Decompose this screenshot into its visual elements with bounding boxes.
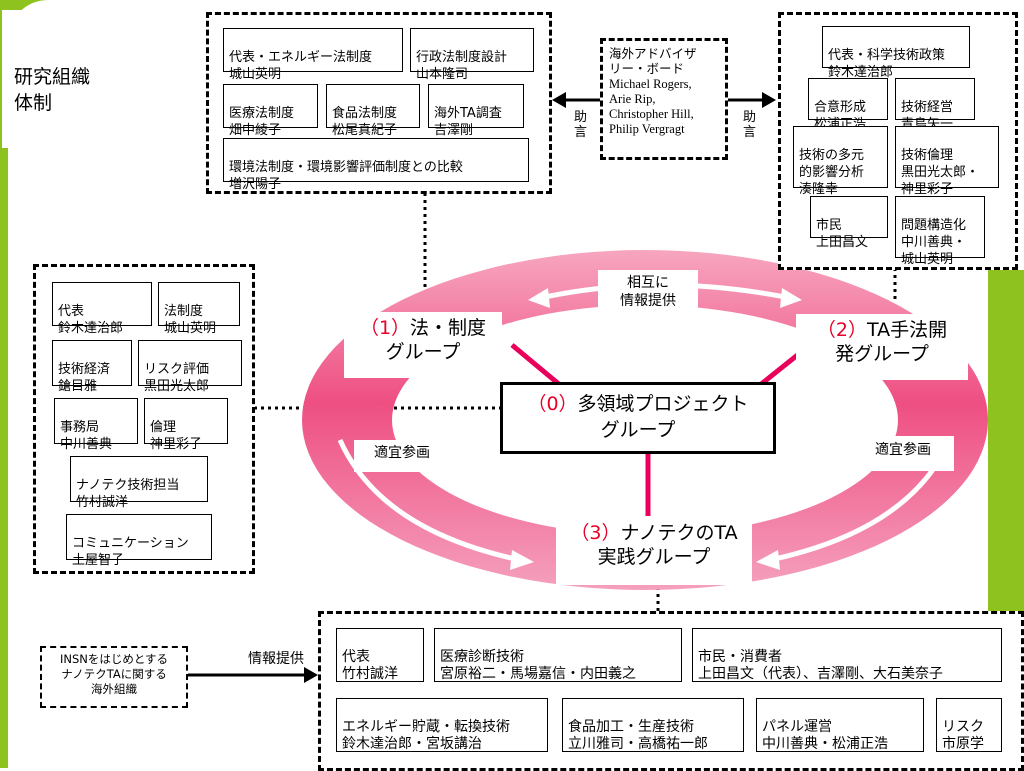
spoke-law [510, 343, 562, 387]
member-box: 医療診断技術宮原裕二・馬場嘉信・内田義之 [434, 628, 682, 682]
member-box: 代表鈴木達治郎 [52, 282, 152, 336]
member-box: 市民上田昌文 [810, 196, 888, 250]
member-box: 食品加工・生産技術立川雅司・高橋祐一郎 [562, 698, 744, 752]
advice-label-left: 助言 [573, 110, 587, 140]
mutual-info-label: 相互に 情報提供 [598, 270, 698, 330]
arrow-top-head-right [780, 288, 802, 308]
project-group-box: （0）多領域プロジェクト グループ [500, 382, 776, 454]
arrow-left-head [510, 550, 534, 570]
insn-box: INSNをはじめとする ナノテクTAに関する 海外組織 [40, 646, 188, 708]
member-box: 倫理神里彩子 [144, 398, 228, 452]
member-box: 海外TA調査吉澤剛 [428, 84, 524, 138]
ta-group-label: （2）TA手法開 発グループ [796, 314, 968, 380]
member-box: 事務局中川善典 [54, 398, 138, 452]
member-box: 法制度城山英明 [158, 282, 240, 336]
member-box: 市民・消費者上田昌文（代表）、吉澤剛、大石美奈子 [692, 628, 1002, 682]
member-box: 代表・エネルギー法制度城山英明 [223, 28, 403, 82]
arrow-top-head-left [528, 288, 550, 308]
member-box: ナノテク技術担当竹村誠洋 [70, 456, 208, 510]
member-box: コミュニケーション土屋智子 [66, 514, 212, 568]
member-box: 食品法制度松尾真紀子 [326, 84, 420, 138]
member-box: パネル運営中川善典・松浦正浩 [756, 698, 924, 752]
member-box: 代表竹村誠洋 [336, 628, 424, 682]
participate-right-label: 適宜参画 [852, 436, 954, 471]
arrow-left [337, 438, 521, 563]
member-box: 問題構造化中川善典・城山英明 [895, 196, 985, 267]
nano-group-label: （3）ナノテクのTA 実践グループ [556, 516, 752, 585]
advice-arrow-right-head [762, 92, 776, 108]
info-provide-label: 情報提供 [248, 651, 304, 667]
advisory-board: 海外アドバイザ リー・ボード Michael Rogers, Arie Rip,… [600, 38, 728, 160]
member-box: リスク市原学 [936, 698, 1002, 752]
participate-left-label: 適宜参画 [354, 440, 450, 472]
member-box: 環境法制度・環境影響評価制度との比較増沢陽子 [223, 138, 529, 192]
advice-arrow-left-head [552, 92, 566, 108]
member-box: 合意形成松浦正浩 [808, 78, 888, 132]
page-title: 研究組織 体制 [2, 10, 108, 148]
advice-label-right: 助言 [742, 110, 756, 140]
member-box: 技術倫理黒田光太郎・神里彩子 [895, 126, 999, 197]
arrow-right-head [756, 550, 780, 570]
member-box: リスク評価黒田光太郎 [138, 340, 242, 394]
info-arrow-head [304, 667, 318, 683]
law-group-label: （1）法・制度 グループ [344, 312, 502, 378]
member-box: 技術経済鎗目雅 [52, 340, 132, 394]
member-box: 医療法制度畑中綾子 [223, 84, 318, 138]
member-box: エネルギー貯蔵・転換技術鈴木達治郎・宮坂講治 [336, 698, 548, 752]
member-box: 代表・科学技術政策鈴木達治郎 [822, 26, 970, 80]
member-box: 技術経営青島矢一 [895, 78, 975, 132]
member-box: 行政法制度設計山本隆司 [410, 28, 534, 82]
member-box: 技術の多元的影響分析湊隆幸 [793, 126, 888, 197]
